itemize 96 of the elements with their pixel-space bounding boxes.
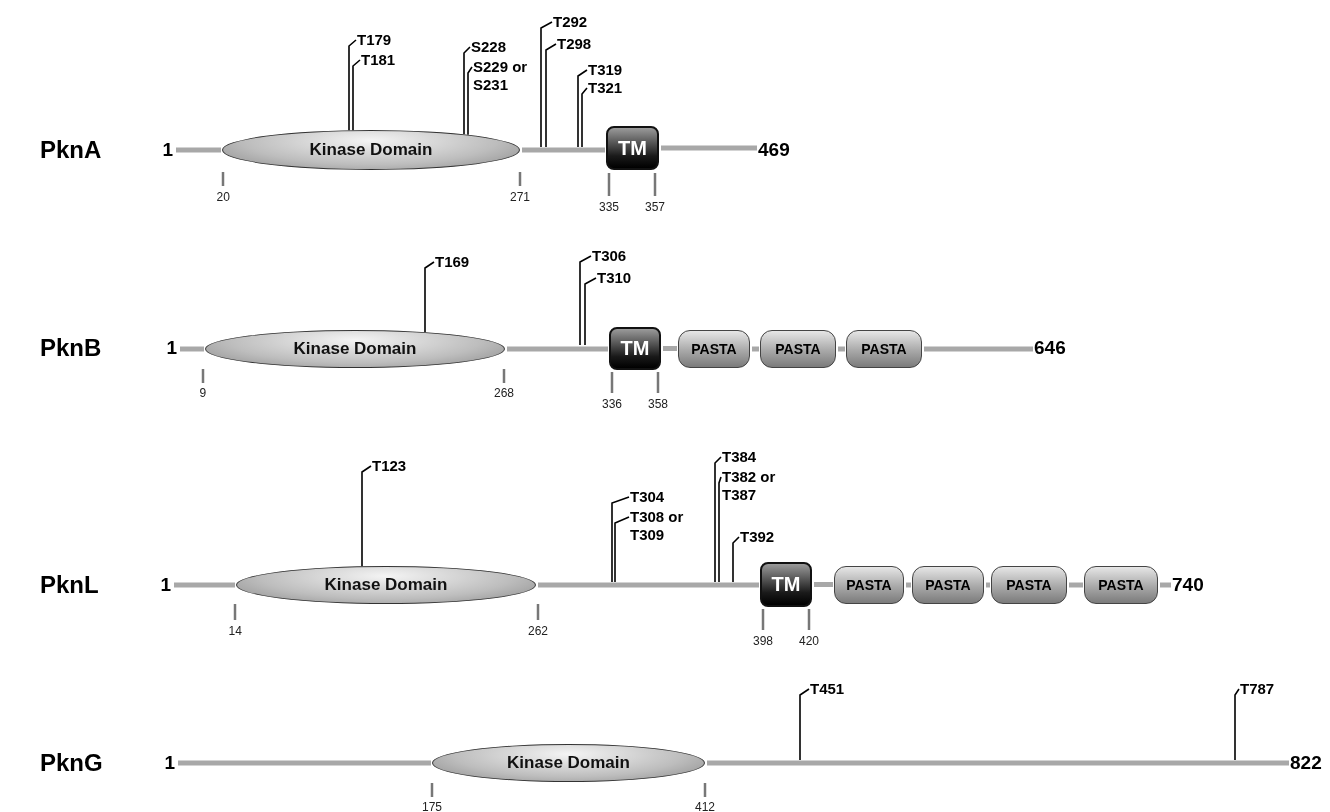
leader-line xyxy=(463,46,471,136)
protein-name: PknA xyxy=(40,136,102,164)
residue-number: 262 xyxy=(528,624,549,638)
backbone-line xyxy=(1160,582,1171,588)
backbone-line xyxy=(174,582,235,588)
backbone-line xyxy=(814,582,833,587)
backbone-line xyxy=(538,582,759,588)
leader-line xyxy=(348,39,357,131)
backbone-line xyxy=(663,346,677,351)
residue-number: 398 xyxy=(753,634,774,648)
protein-name: PknL xyxy=(40,571,99,599)
leader-line xyxy=(611,496,630,583)
backbone-line xyxy=(178,760,431,766)
site-label: T382 or T387 xyxy=(722,468,788,504)
residue-number: 420 xyxy=(799,634,820,648)
residue-number: 357 xyxy=(645,200,666,214)
residue-number: 1 xyxy=(166,337,178,359)
leader-line xyxy=(352,59,361,131)
residue-number: 175 xyxy=(422,800,443,812)
domain-ellipse: Kinase Domain xyxy=(222,130,520,170)
backbone-line xyxy=(522,147,605,153)
residue-number: 469 xyxy=(758,139,790,161)
leader-line xyxy=(467,66,473,136)
transmembrane-box: TM xyxy=(760,562,812,607)
domain-box: PASTA xyxy=(760,330,836,368)
backbone-line xyxy=(507,346,608,352)
transmembrane-box: TM xyxy=(609,327,661,370)
backbone-line xyxy=(661,145,757,151)
site-label: T169 xyxy=(435,253,470,271)
backbone-line xyxy=(906,582,911,588)
leader-line xyxy=(584,277,597,346)
backbone-line xyxy=(924,346,1033,352)
site-label: T181 xyxy=(361,51,396,69)
leader-line xyxy=(718,476,722,583)
backbone-line xyxy=(752,346,759,352)
site-label: T384 xyxy=(722,448,757,466)
site-label: T298 xyxy=(557,35,592,53)
site-label: S229 or S231 xyxy=(473,58,539,94)
site-label: T308 or T309 xyxy=(630,508,696,544)
leader-line xyxy=(799,688,810,761)
domain-box: PASTA xyxy=(912,566,984,604)
leader-line xyxy=(361,465,372,568)
protein-name: PknG xyxy=(40,749,103,777)
residue-number: 1 xyxy=(160,574,172,596)
site-label: T304 xyxy=(630,488,665,506)
site-label: T319 xyxy=(588,61,623,79)
leader-line xyxy=(579,255,592,346)
leader-line xyxy=(540,21,553,148)
leader-line xyxy=(545,43,557,148)
site-label: T123 xyxy=(372,457,407,475)
site-label: T451 xyxy=(810,680,845,698)
residue-number: 740 xyxy=(1172,574,1204,596)
residue-number: 1 xyxy=(162,139,174,161)
backbone-line xyxy=(707,760,1289,766)
leader-line xyxy=(1234,688,1240,761)
domain-box: PASTA xyxy=(1084,566,1158,604)
domain-box: PASTA xyxy=(834,566,904,604)
leader-line xyxy=(614,516,630,583)
leader-line xyxy=(732,536,740,583)
residue-number: 14 xyxy=(228,624,242,638)
site-label: T787 xyxy=(1240,680,1275,698)
domain-box: PASTA xyxy=(991,566,1067,604)
backbone-line xyxy=(180,346,204,352)
domain-ellipse: Kinase Domain xyxy=(432,744,705,782)
site-label: T306 xyxy=(592,247,627,265)
domain-ellipse: Kinase Domain xyxy=(205,330,505,368)
backbone-line xyxy=(986,582,990,588)
backbone-line xyxy=(176,147,221,153)
leader-line xyxy=(714,456,722,583)
residue-number: 336 xyxy=(602,397,623,411)
leader-line xyxy=(581,87,588,148)
residue-number: 358 xyxy=(648,397,669,411)
residue-number: 646 xyxy=(1034,337,1066,359)
residue-number: 1 xyxy=(164,752,176,774)
backbone-line xyxy=(1069,582,1083,588)
residue-number: 268 xyxy=(494,386,515,400)
residue-number: 412 xyxy=(695,800,716,812)
site-label: S228 xyxy=(471,38,541,56)
domain-ellipse: Kinase Domain xyxy=(236,566,536,604)
residue-number: 822 xyxy=(1290,752,1322,774)
domain-box: PASTA xyxy=(846,330,922,368)
site-label: T392 xyxy=(740,528,775,546)
transmembrane-box: TM xyxy=(606,126,659,170)
site-label: T310 xyxy=(597,269,632,287)
backbone-line xyxy=(838,346,845,352)
residue-number: 9 xyxy=(199,386,207,400)
protein-name: PknB xyxy=(40,334,102,362)
leader-line xyxy=(424,261,435,333)
residue-number: 271 xyxy=(510,190,531,204)
leader-line xyxy=(577,69,588,148)
site-label: T292 xyxy=(553,13,588,31)
residue-number: 20 xyxy=(216,190,230,204)
site-label: T321 xyxy=(588,79,623,97)
residue-number: 335 xyxy=(599,200,620,214)
domain-box: PASTA xyxy=(678,330,750,368)
site-label: T179 xyxy=(357,31,392,49)
